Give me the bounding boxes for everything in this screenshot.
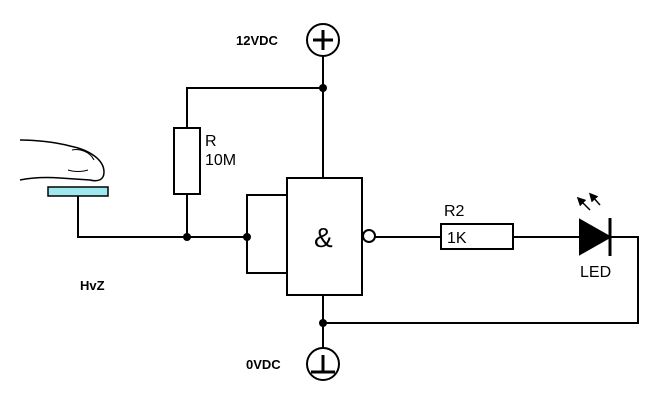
led-label: LED [580, 264, 611, 281]
nand-gate-symbol: & [314, 222, 333, 253]
resistor-r1 [173, 127, 201, 195]
resistor-r2-name: R2 [444, 203, 465, 220]
nand-output-bubble [362, 229, 376, 243]
positive-supply-label: 12VDC [236, 33, 279, 48]
led-symbol [576, 192, 613, 256]
positive-supply-terminal [306, 23, 340, 57]
resistor-r2-value: 1K [447, 230, 467, 247]
resistor-r1-value: 10M [205, 152, 236, 169]
led-return-wire [323, 236, 639, 324]
gate-input-loop-wire [246, 194, 287, 274]
ground-junction-dot [319, 319, 327, 327]
touch-to-input-wire [77, 196, 247, 238]
ground-label: 0VDC [246, 357, 281, 372]
author-label: HvZ [80, 278, 105, 293]
finger-icon [19, 139, 105, 182]
input-junction-dot [183, 233, 191, 241]
touch-plate [47, 186, 109, 197]
resistor-r1-name: R [205, 133, 217, 150]
ground-terminal [306, 347, 340, 381]
top-junction-dot [319, 84, 327, 92]
vcc-to-r1-wire [186, 87, 323, 128]
nand-gate [286, 177, 363, 296]
